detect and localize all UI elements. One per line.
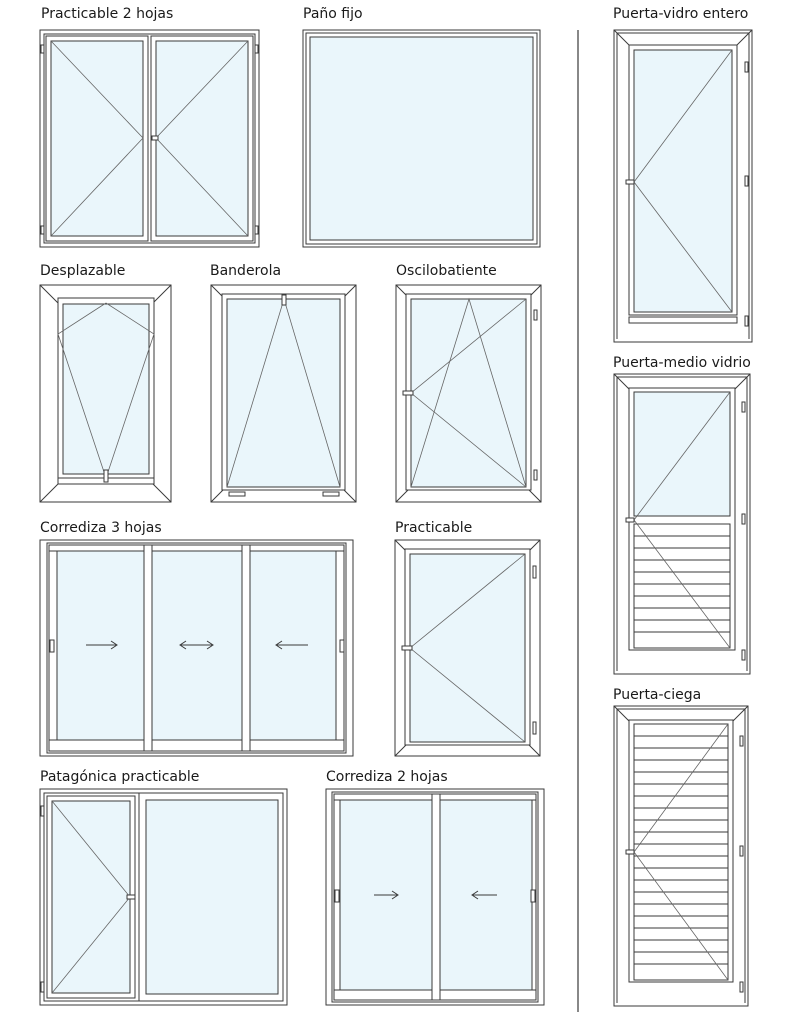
label-desplazable: Desplazable [40, 263, 126, 279]
label-corrediza-2-hojas: Corrediza 2 hojas [326, 769, 448, 785]
window-corrediza-3-hojas [39, 539, 354, 757]
label-puerta-vidro-entero: Puerta-vidro entero [613, 6, 749, 22]
label-puerta-ciega: Puerta-ciega [613, 687, 702, 703]
label-puerta-medio-vidrio: Puerta-medio vidrio [613, 355, 751, 371]
label-pano-fijo: Paño fijo [303, 6, 363, 22]
door-puerta-vidro-entero [613, 29, 753, 343]
window-oscilobatiente [395, 284, 542, 503]
window-pano-fijo [302, 29, 541, 248]
window-corrediza-2-hojas [325, 788, 545, 1006]
label-practicable: Practicable [395, 520, 473, 536]
label-banderola: Banderola [210, 263, 282, 279]
window-desplazable [39, 284, 172, 503]
label-corrediza-3-hojas: Corrediza 3 hojas [40, 520, 162, 536]
label-practicable-2-hojas: Practicable 2 hojas [41, 6, 174, 22]
window-patagonica-practicable [39, 788, 288, 1006]
label-oscilobatiente: Oscilobatiente [396, 263, 497, 279]
door-puerta-ciega [613, 705, 749, 1007]
window-banderola [210, 284, 357, 503]
label-patagonica-practicable: Patagónica practicable [40, 769, 200, 785]
door-puerta-medio-vidrio [613, 373, 751, 675]
window-practicable-2-hojas [39, 29, 260, 248]
window-practicable [394, 539, 541, 757]
